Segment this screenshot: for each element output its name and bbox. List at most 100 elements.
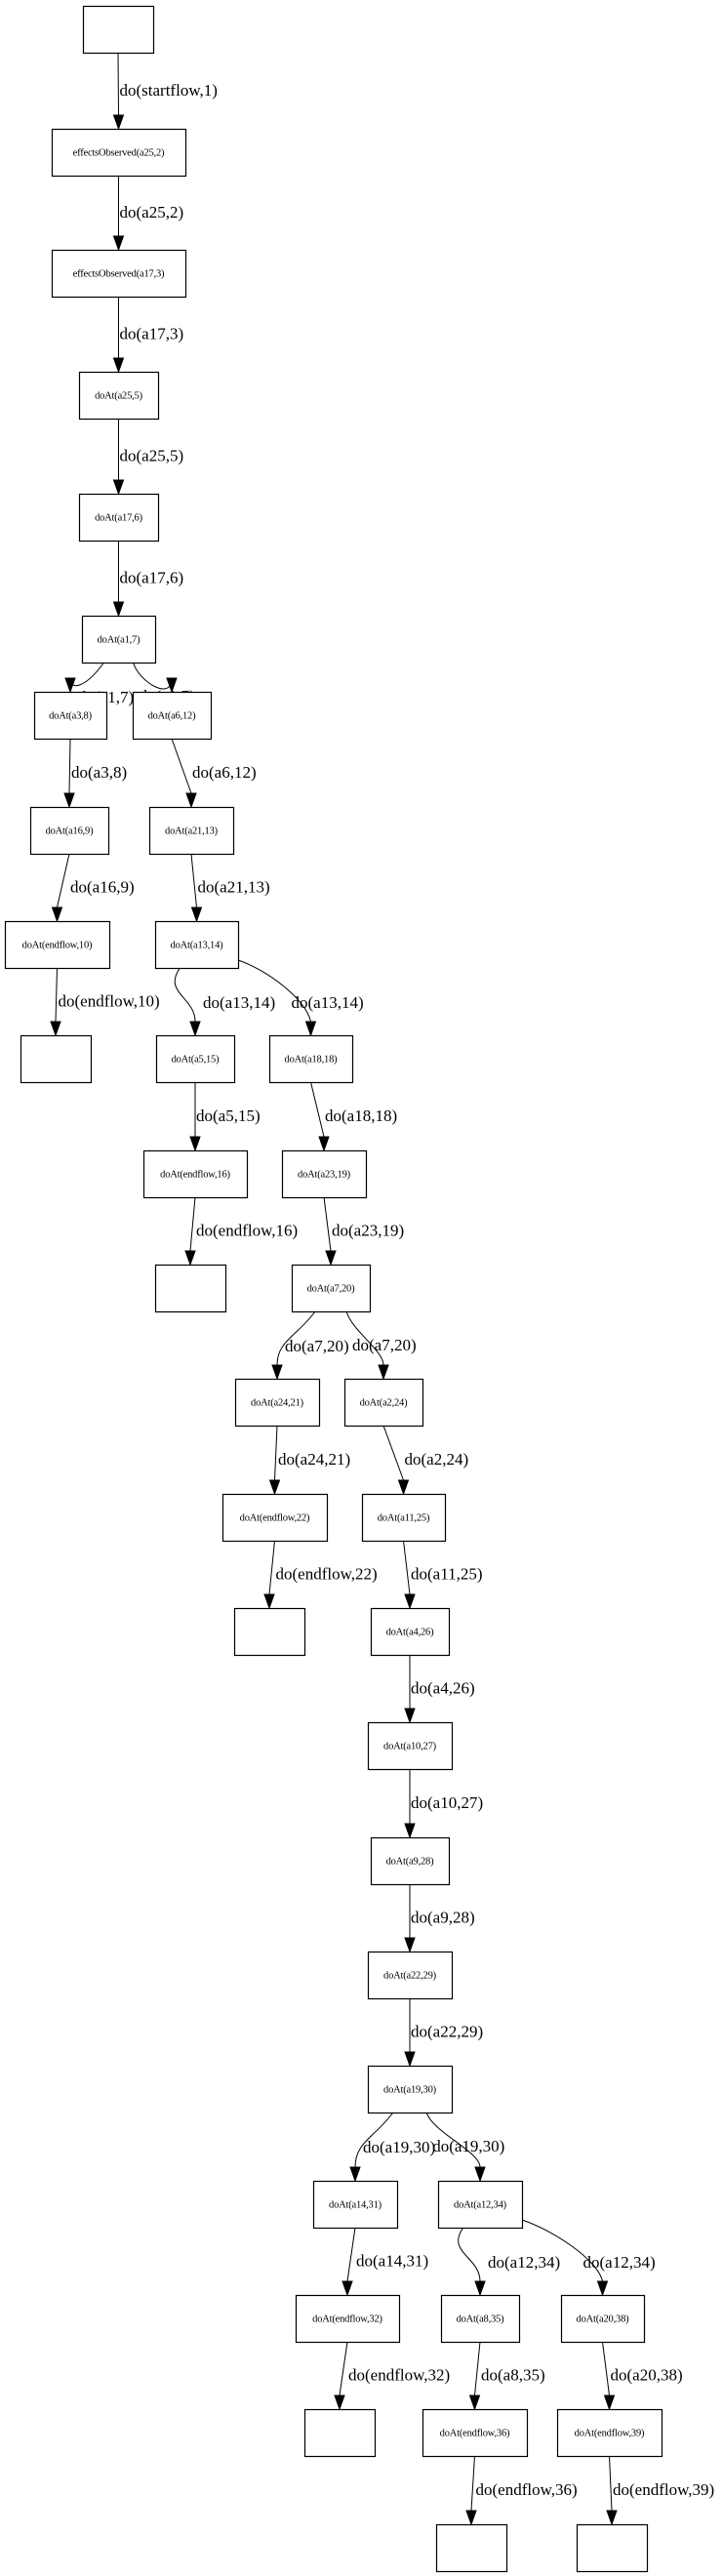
node-label: doAt(a11,25)	[378, 1512, 430, 1523]
edge-line	[274, 1425, 278, 1481]
node-label: doAt(a16,9)	[46, 825, 95, 836]
edge-line	[310, 1081, 325, 1138]
graph-edge: do(endflow,10)	[50, 967, 160, 1037]
edge-label: do(endflow,22)	[276, 1565, 378, 1584]
edge-line	[474, 2341, 481, 2396]
graph-edge: do(a17,3)	[112, 297, 184, 374]
edge-label: do(a16,9)	[70, 878, 135, 897]
edge-label: do(a17,3)	[120, 325, 184, 343]
edge-label: do(a9,28)	[411, 1909, 475, 1927]
terminal-node	[435, 2523, 508, 2573]
graph-edge: do(a16,9)	[51, 853, 135, 923]
node-box	[154, 1264, 227, 1313]
graph-edge: do(a18,18)	[310, 1081, 397, 1152]
graph-node: doAt(endflow,22)	[221, 1493, 329, 1543]
graph-node: doAt(a5,15)	[155, 1034, 236, 1084]
edge-label: do(a7,20)	[285, 1337, 349, 1355]
edge-line	[323, 1196, 332, 1252]
node-label: doAt(a14,31)	[329, 2199, 382, 2210]
edge-label: do(a18,18)	[325, 1107, 397, 1125]
node-box	[20, 1034, 93, 1084]
edge-label: do(a6,12)	[192, 763, 257, 782]
terminal-node	[576, 2523, 649, 2573]
graph-edge: do(a19,30)	[425, 2112, 504, 2183]
edge-label: do(endflow,36)	[476, 2480, 578, 2499]
graph-edge: do(a21,13)	[190, 853, 270, 923]
graph-edge: do(a5,15)	[189, 1082, 261, 1152]
edge-line	[609, 2455, 613, 2512]
graph-node: effectsObserved(a17,3)	[51, 249, 187, 299]
arrowhead-icon	[50, 1021, 61, 1037]
node-box	[81, 615, 157, 664]
edge-label: do(a23,19)	[332, 1222, 404, 1240]
edges-layer: do(startflow,1)do(a25,2)do(a17,3)do(a25,…	[50, 52, 714, 2526]
edge-line	[470, 2455, 475, 2512]
graph-node: doAt(a20,38)	[560, 2294, 646, 2344]
graph-edge: do(endflow,36)	[465, 2455, 578, 2526]
edge-label: do(a3,8)	[71, 763, 127, 782]
node-label: doAt(a17,6)	[95, 512, 143, 523]
terminal-node	[20, 1034, 93, 1084]
graph-node: doAt(endflow,39)	[556, 2408, 663, 2458]
graph-node: doAt(a2,24)	[343, 1378, 424, 1428]
arrowhead-icon	[341, 2280, 353, 2297]
node-box	[361, 1493, 447, 1543]
graph-edge: do(startflow,1)	[112, 52, 218, 131]
graph-edge: do(a11,25)	[403, 1540, 483, 1610]
graph-node: doAt(a24,21)	[234, 1378, 321, 1428]
node-box	[82, 5, 155, 55]
node-box	[78, 371, 160, 421]
edge-line	[55, 967, 58, 1023]
node-box	[221, 1493, 329, 1543]
node-label: doAt(a4,26)	[386, 1627, 435, 1637]
node-label: doAt(a24,21)	[251, 1397, 304, 1408]
edge-line	[521, 2219, 603, 2282]
node-box	[233, 1607, 306, 1657]
arrowhead-icon	[474, 2166, 486, 2183]
edge-line	[602, 2341, 610, 2396]
arrowhead-icon	[271, 1364, 283, 1381]
edge-line	[237, 959, 311, 1023]
terminal-node	[82, 5, 155, 55]
arrowhead-icon	[112, 235, 125, 252]
node-box	[367, 1951, 454, 2000]
arrowhead-icon	[166, 677, 178, 694]
edge-label: do(a11,25)	[411, 1565, 483, 1584]
arrowhead-icon	[63, 792, 75, 809]
edge-label: do(a7,20)	[352, 1336, 417, 1354]
graph-edge: do(endflow,16)	[184, 1196, 298, 1267]
node-box	[29, 806, 110, 856]
edge-label: do(a21,13)	[198, 878, 270, 897]
edge-line	[117, 52, 119, 116]
graph-edge: do(endflow,39)	[606, 2455, 714, 2526]
graph-edge: do(a13,14)	[237, 959, 364, 1037]
arrowhead-icon	[64, 677, 76, 694]
node-label: doAt(a23,19)	[298, 1169, 351, 1180]
node-box	[155, 1034, 236, 1084]
graph-node: doAt(endflow,10)	[4, 920, 111, 970]
node-label: doAt(a6,12)	[148, 710, 197, 721]
graph-node: doAt(a1,7)	[81, 615, 157, 664]
node-box	[370, 1836, 451, 1886]
node-label: doAt(a12,34)	[454, 2199, 507, 2210]
edge-line	[190, 853, 197, 908]
arrowhead-icon	[304, 1021, 317, 1037]
node-box	[281, 1149, 368, 1199]
node-label: doAt(a18,18)	[285, 1054, 339, 1065]
node-label: doAt(a8,35)	[457, 2314, 505, 2324]
edge-label: do(a20,38)	[611, 2366, 683, 2385]
edge-line	[57, 853, 70, 908]
graph-node: doAt(a22,29)	[367, 1951, 454, 2000]
node-box	[303, 2408, 377, 2458]
node-box	[367, 1721, 454, 1771]
edge-label: do(endflow,16)	[196, 1222, 298, 1240]
graph-edge: do(a8,35)	[468, 2341, 545, 2411]
arrowhead-icon	[474, 2280, 486, 2297]
arrowhead-icon	[404, 1823, 416, 1839]
graph-node: doAt(a25,5)	[78, 371, 160, 421]
arrowhead-icon	[404, 1708, 416, 1724]
arrowhead-icon	[397, 1479, 410, 1496]
node-label: doAt(a13,14)	[171, 940, 224, 950]
graph-edge: do(a25,5)	[112, 419, 183, 496]
edge-label: do(a8,35)	[481, 2366, 545, 2385]
